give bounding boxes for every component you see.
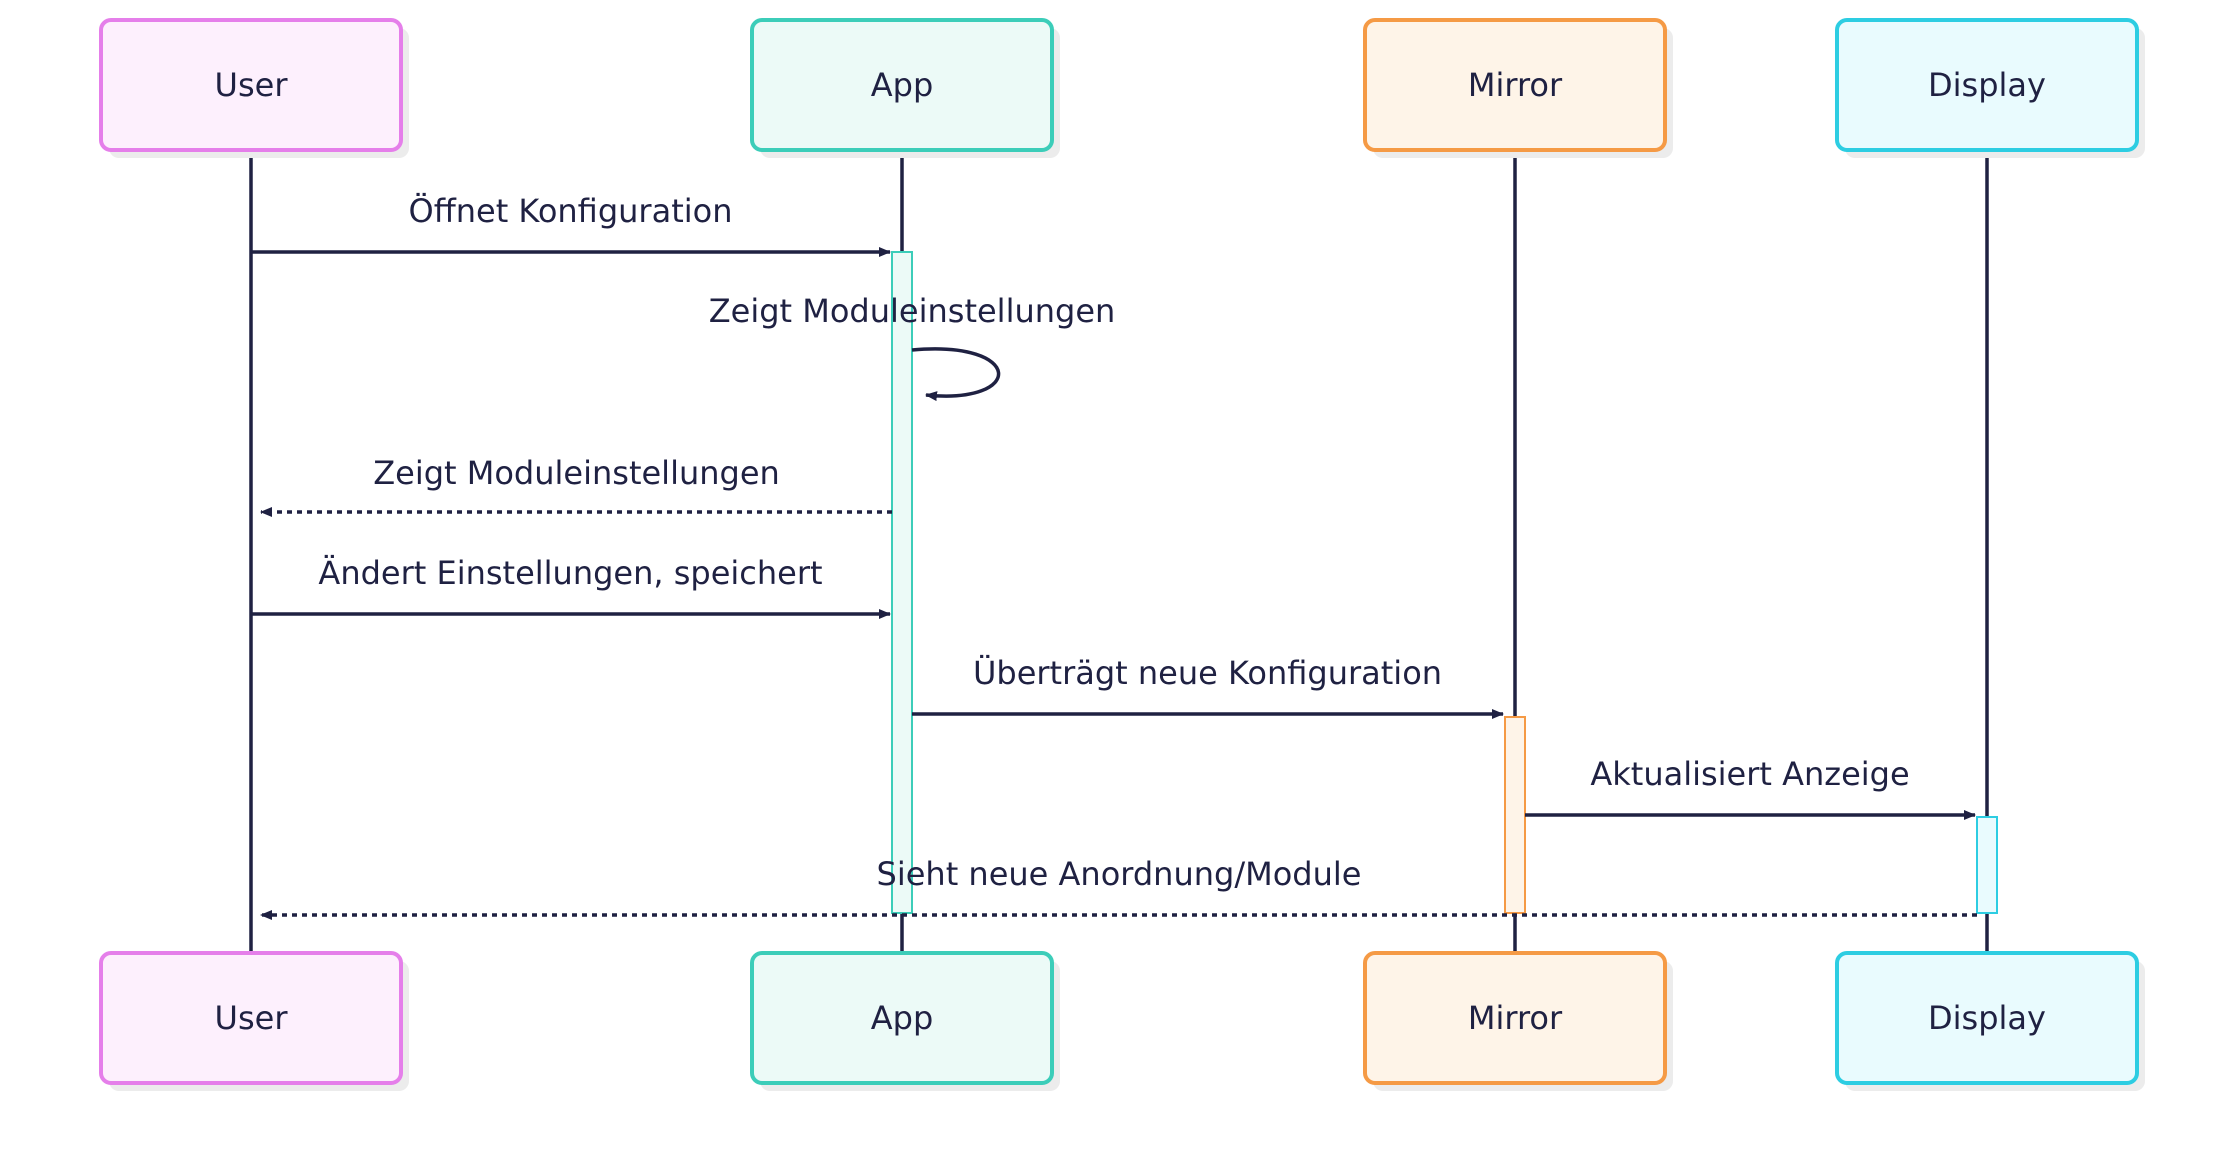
participant-mirror-top: Mirror <box>1363 18 1673 158</box>
participant-label: Mirror <box>1468 66 1563 104</box>
self-message-arrow <box>911 347 1001 402</box>
message-label: Ändert Einstellungen, speichert <box>318 554 822 592</box>
participant-box <box>1363 18 1667 152</box>
message-7: Sieht neue Anordnung/Module <box>260 855 1977 920</box>
message-label: Öffnet Konfiguration <box>409 192 733 230</box>
message-3: Zeigt Moduleinstellungen <box>260 454 892 517</box>
participant-mirror-bottom: Mirror <box>1363 951 1673 1091</box>
participant-box <box>1835 951 2139 1085</box>
participant-box <box>750 18 1054 152</box>
participant-label: Mirror <box>1468 999 1563 1037</box>
participant-app-top: App <box>750 18 1060 158</box>
message-label: Zeigt Moduleinstellungen <box>373 454 780 492</box>
participant-app-bottom: App <box>750 951 1060 1091</box>
message-label: Aktualisiert Anzeige <box>1590 755 1909 793</box>
message-label: Überträgt neue Konfiguration <box>973 654 1442 692</box>
participant-box <box>750 951 1054 1085</box>
participant-box <box>1363 951 1667 1085</box>
participant-display-top: Display <box>1835 18 2145 158</box>
participant-display-bottom: Display <box>1835 951 2145 1091</box>
participant-label: User <box>215 999 289 1037</box>
participant-label: App <box>871 999 934 1037</box>
participant-user-top: User <box>99 18 409 158</box>
participant-label: Display <box>1928 999 2046 1037</box>
message-label: Zeigt Moduleinstellungen <box>709 292 1116 330</box>
message-4: Ändert Einstellungen, speichert <box>251 554 891 619</box>
participant-user-bottom: User <box>99 951 409 1091</box>
participant-label: Display <box>1928 66 2046 104</box>
message-2: Zeigt Moduleinstellungen <box>709 292 1116 402</box>
participant-label: App <box>871 66 934 104</box>
message-5: Überträgt neue Konfiguration <box>912 654 1504 719</box>
participant-box <box>99 951 403 1085</box>
message-label: Sieht neue Anordnung/Module <box>877 855 1362 893</box>
activation-bar-mirror <box>1504 716 1526 914</box>
participant-label: User <box>215 66 289 104</box>
activation-bar-app <box>891 251 913 914</box>
message-6: Aktualisiert Anzeige <box>1525 755 1976 820</box>
participant-box <box>1835 18 2139 152</box>
message-1: Öffnet Konfiguration <box>251 192 891 257</box>
activation-bar-display <box>1976 816 1998 914</box>
participant-box <box>99 18 403 152</box>
